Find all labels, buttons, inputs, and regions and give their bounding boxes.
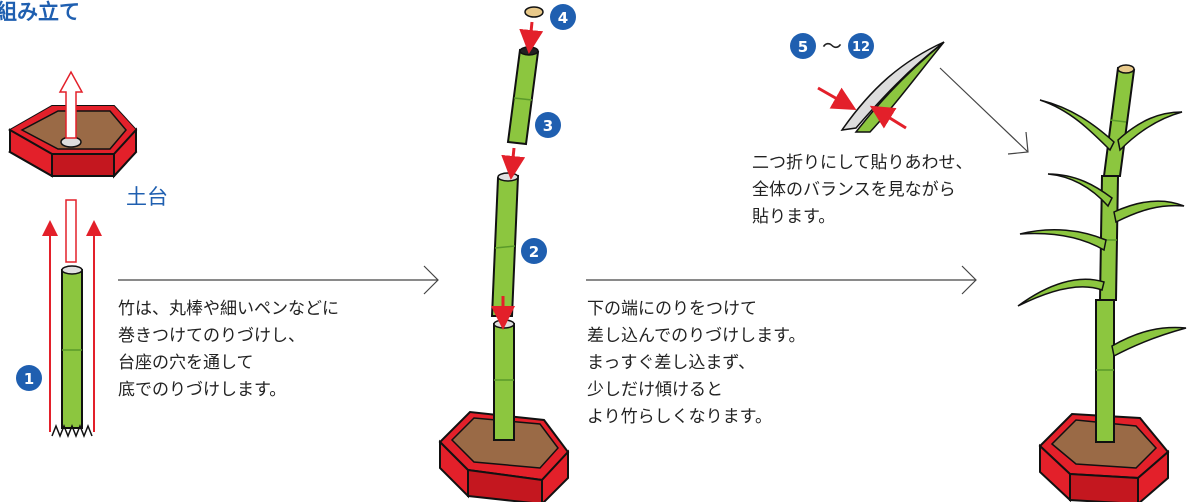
- bamboo-segment-middle: [490, 172, 520, 317]
- instruction-line: 全体のバランスを見ながら: [752, 180, 956, 200]
- instruction-line: 貼ります。: [752, 207, 836, 227]
- instruction-line: 少しだけ傾けると: [587, 380, 723, 400]
- instruction-line: 竹は、丸棒や細いペンなどに: [118, 299, 339, 319]
- instruction-step2: 下の端にのりをつけて 差し込んでのりづけします。 まっすぐ差し込まず、 少しだけ…: [587, 296, 805, 431]
- instruction-line: 下の端にのりをつけて: [587, 299, 757, 319]
- section-title: 組み立て: [0, 0, 80, 24]
- bamboo-segment-lower: [493, 319, 515, 441]
- finished-bamboo-leaves: [1017, 99, 1187, 358]
- red-down-arrows: [491, 21, 544, 330]
- flow-arrow-1: [118, 265, 439, 295]
- step-range-separator: 〜: [822, 34, 842, 58]
- red-up-arrows: [42, 220, 102, 432]
- instruction-line: 巻きつけてのりづけし、: [118, 326, 305, 346]
- bamboo-cap-disc: [524, 6, 544, 18]
- instruction-line: まっすぐ差し込まず、: [587, 353, 756, 373]
- instruction-line: より竹らしくなります。: [587, 407, 772, 427]
- instruction-line: 台座の穴を通して: [118, 353, 254, 373]
- instruction-line: 差し込んでのりづけします。: [587, 326, 806, 346]
- flow-arrow-2: [586, 265, 977, 295]
- bamboo-segment-upper: [506, 46, 540, 146]
- bamboo-rod-1: [51, 265, 93, 439]
- flow-arrow-3: [939, 67, 1029, 155]
- up-arrow-outline: [58, 70, 84, 263]
- instruction-step1: 竹は、丸棒や細いペンなどに 巻きつけてのりづけし、 台座の穴を通して 底でのりづ…: [118, 296, 339, 404]
- instruction-line: 底でのりづけします。: [118, 380, 287, 400]
- hex-base-2: [438, 410, 570, 502]
- instruction-line: 二つ折りにして貼りあわせ、: [752, 153, 973, 173]
- instruction-step3: 二つ折りにして貼りあわせ、 全体のバランスを見ながら 貼ります。: [752, 150, 973, 231]
- finished-bamboo-stalk: [1095, 64, 1136, 443]
- base-label: 土台: [126, 185, 168, 209]
- red-pinch-arrows: [817, 86, 907, 130]
- hex-base-3: [1038, 412, 1170, 502]
